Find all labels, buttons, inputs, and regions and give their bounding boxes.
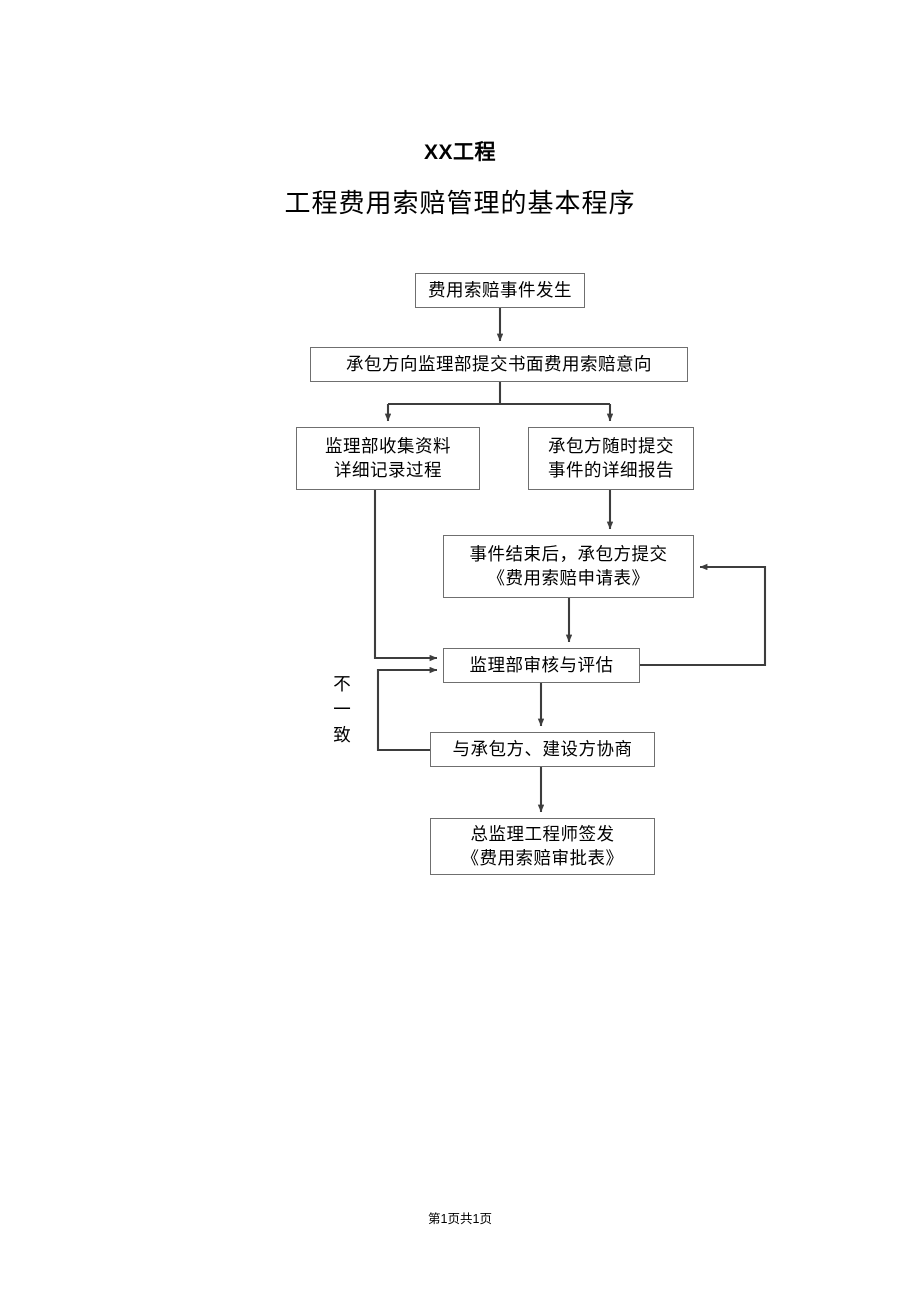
node-line: 承包方向监理部提交书面费用索赔意向: [346, 353, 652, 374]
edge-label-char: 致: [333, 724, 351, 745]
page-footer: 第1页共1页: [428, 1212, 492, 1226]
node-line: 监理部收集资料: [325, 435, 451, 456]
node-supervisor-collect-data: 监理部收集资料 详细记录过程: [296, 427, 480, 490]
node-line: 事件的详细报告: [548, 459, 674, 480]
node-line: 事件结束后，承包方提交: [469, 543, 668, 564]
node-line: 总监理工程师签发: [470, 823, 615, 844]
edge-label-char: 不: [333, 674, 351, 694]
edge-label-disagreement: 不 一 致: [331, 672, 353, 748]
node-negotiate-parties: 与承包方、建设方协商: [430, 732, 655, 767]
node-line: 费用索赔事件发生: [428, 279, 572, 300]
node-chief-engineer-approval: 总监理工程师签发 《费用索赔审批表》: [430, 818, 655, 875]
edge-collect-to-review: [373, 490, 438, 662]
page-title-sub: 工程费用索赔管理的基本程序: [284, 189, 636, 218]
node-supervisor-review: 监理部审核与评估: [443, 648, 640, 683]
edge-label-char: 一: [333, 699, 351, 720]
node-claim-event: 费用索赔事件发生: [415, 273, 585, 308]
page-title-main: XX工程: [423, 141, 496, 164]
node-line: 承包方随时提交: [548, 435, 674, 456]
node-submit-written-intent: 承包方向监理部提交书面费用索赔意向: [310, 347, 688, 382]
node-line: 监理部审核与评估: [469, 654, 614, 675]
node-claim-application-form: 事件结束后，承包方提交 《费用索赔申请表》: [443, 535, 694, 598]
node-line: 与承包方、建设方协商: [452, 738, 633, 759]
node-contractor-detailed-report: 承包方随时提交 事件的详细报告: [528, 427, 694, 490]
node-line: 《费用索赔审批表》: [461, 847, 624, 868]
edge-negotiate-back-to-review: [376, 666, 438, 752]
node-line: 《费用索赔申请表》: [487, 567, 650, 588]
node-line: 详细记录过程: [334, 459, 442, 480]
